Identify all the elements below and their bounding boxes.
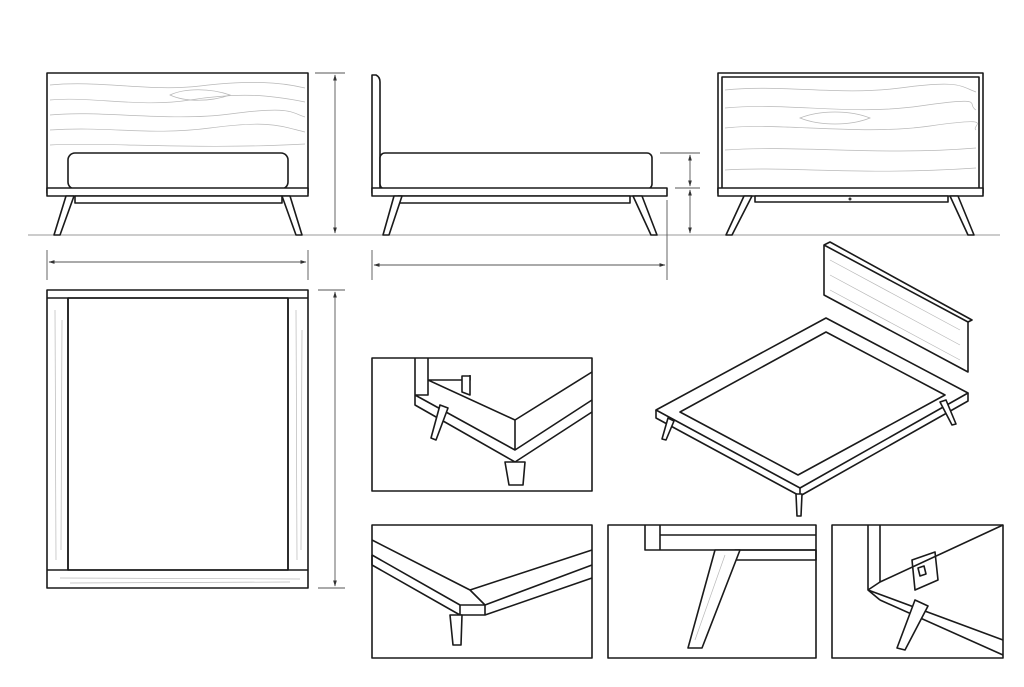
leg — [661, 417, 675, 441]
detail-leg — [607, 524, 817, 659]
leg — [281, 195, 303, 236]
side-view — [371, 74, 700, 280]
back-view — [717, 72, 984, 236]
wood-grain — [724, 83, 978, 172]
mattress — [379, 152, 653, 190]
leg — [632, 195, 658, 236]
mattress — [67, 152, 289, 190]
isometric-view — [655, 241, 973, 517]
top-view — [46, 289, 345, 589]
front-view — [46, 72, 345, 280]
leg — [725, 195, 753, 236]
detail-corner-1 — [371, 357, 593, 492]
wood-grain — [49, 82, 306, 147]
leg — [795, 493, 803, 517]
leg — [949, 195, 975, 236]
leg — [939, 399, 957, 426]
detail-bracket — [831, 524, 1004, 659]
detail-corner-2 — [371, 524, 593, 659]
leg — [382, 195, 403, 236]
leg — [53, 195, 75, 236]
